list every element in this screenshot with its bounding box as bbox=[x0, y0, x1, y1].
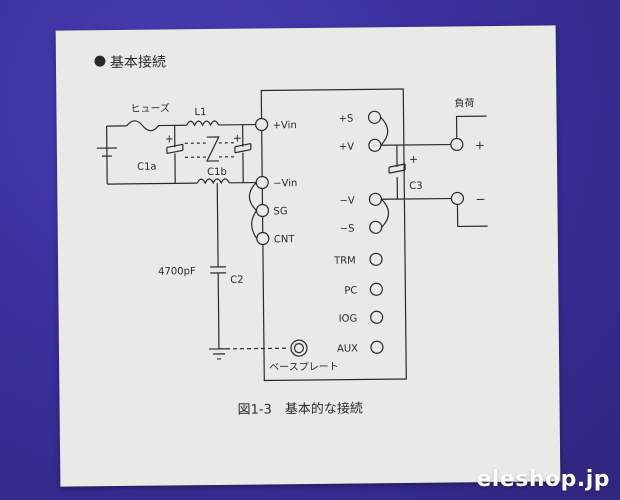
load-label: 負荷 bbox=[454, 97, 474, 109]
figure-caption: 図1-3 基本的な接続 bbox=[238, 400, 363, 417]
inductor-l1-bottom bbox=[196, 178, 230, 185]
c1b-label: C1b bbox=[207, 167, 227, 178]
inductor-l1-top bbox=[186, 120, 220, 127]
pin-plus-v: +V bbox=[339, 142, 354, 153]
pin-minus-v: −V bbox=[339, 196, 354, 207]
paper-sheet: 基本接続 ヒューズ L1 bbox=[55, 25, 561, 487]
l1-label: L1 bbox=[194, 107, 206, 118]
c2-label: C2 bbox=[230, 275, 243, 286]
capacitor-c3 bbox=[388, 163, 406, 174]
pin-minus-vin: −Vin bbox=[273, 178, 297, 189]
pin-plus-s: +S bbox=[339, 114, 354, 125]
pin-sg: SG bbox=[273, 206, 287, 217]
input-battery-symbol bbox=[96, 125, 198, 185]
load-plus: + bbox=[475, 138, 485, 152]
c1a-label: C1a bbox=[137, 162, 157, 173]
base-plate-terminal bbox=[290, 339, 308, 357]
capacitor-c1a: + bbox=[165, 125, 184, 184]
pin-pc: PC bbox=[344, 285, 357, 296]
load-minus: − bbox=[475, 192, 485, 206]
c2-value: 4700pF bbox=[158, 266, 196, 277]
c3-label: C3 bbox=[409, 181, 422, 192]
heading-bullet-icon bbox=[94, 55, 106, 67]
watermark: eleshop.jp bbox=[476, 467, 610, 492]
pin-minus-s: −S bbox=[340, 224, 355, 235]
heading: 基本接続 bbox=[110, 53, 166, 71]
base-plate-label: ベースプレート bbox=[269, 361, 339, 374]
pin-plus-vin: +Vin bbox=[273, 120, 297, 131]
y-capacitor-dashes bbox=[184, 142, 235, 158]
fuse-label: ヒューズ bbox=[130, 101, 170, 114]
ground-icon bbox=[208, 348, 229, 360]
pin-trm: TRM bbox=[333, 256, 356, 267]
svg-text:+: + bbox=[165, 132, 174, 145]
fuse-symbol bbox=[126, 120, 160, 132]
pin-aux: AUX bbox=[337, 343, 358, 354]
capacitor-c1b: + bbox=[233, 124, 252, 183]
pin-cnt: CNT bbox=[274, 234, 296, 245]
z-mark bbox=[206, 136, 220, 162]
right-pin-terminals bbox=[367, 110, 384, 354]
load-terminals bbox=[450, 115, 488, 228]
svg-text:+: + bbox=[233, 132, 242, 145]
pin-iog: IOG bbox=[339, 313, 358, 324]
circuit-diagram: 基本接続 ヒューズ L1 bbox=[94, 53, 488, 418]
svg-text:+: + bbox=[409, 153, 418, 166]
